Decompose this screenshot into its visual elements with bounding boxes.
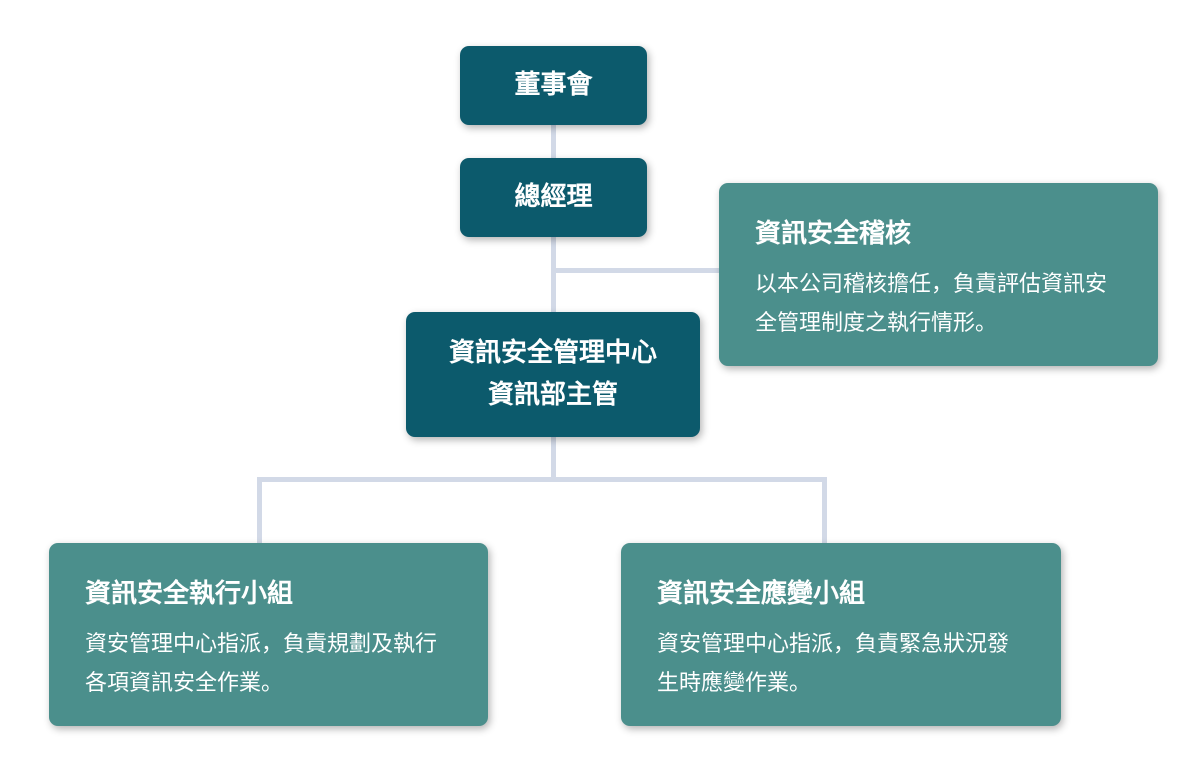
node-description: 以本公司稽核擔任，負責評估資訊安全管理制度之執行情形。 xyxy=(755,272,1108,336)
node-sublabel: 資訊部主管 xyxy=(487,379,618,410)
connector xyxy=(822,477,827,545)
node-title: 資訊安全稽核 xyxy=(755,219,912,249)
node-title: 資訊安全應變小組 xyxy=(657,579,866,609)
connector xyxy=(551,437,556,481)
node-security-center: 資訊安全管理中心資訊部主管 xyxy=(406,312,700,437)
node-general-manager: 總經理 xyxy=(460,158,647,237)
connector xyxy=(257,477,827,482)
node-response-team: 資訊安全應變小組 資安管理中心指派，負責緊急狀況發生時應變作業。 xyxy=(621,543,1061,726)
node-security-audit: 資訊安全稽核 以本公司稽核擔任，負責評估資訊安全管理制度之執行情形。 xyxy=(719,183,1158,366)
node-execution-team: 資訊安全執行小組 資安管理中心指派，負責規劃及執行各項資訊安全作業。 xyxy=(49,543,488,726)
connector xyxy=(551,268,721,273)
node-description: 資安管理中心指派，負責緊急狀況發生時應變作業。 xyxy=(657,632,1010,696)
node-description: 資安管理中心指派，負責規劃及執行各項資訊安全作業。 xyxy=(85,632,438,696)
node-label: 董事會 xyxy=(514,69,593,100)
node-label: 資訊安全管理中心 xyxy=(448,337,657,368)
connector xyxy=(257,477,262,545)
node-board: 董事會 xyxy=(460,46,647,125)
node-label: 總經理 xyxy=(514,181,593,212)
node-title: 資訊安全執行小組 xyxy=(85,579,294,609)
